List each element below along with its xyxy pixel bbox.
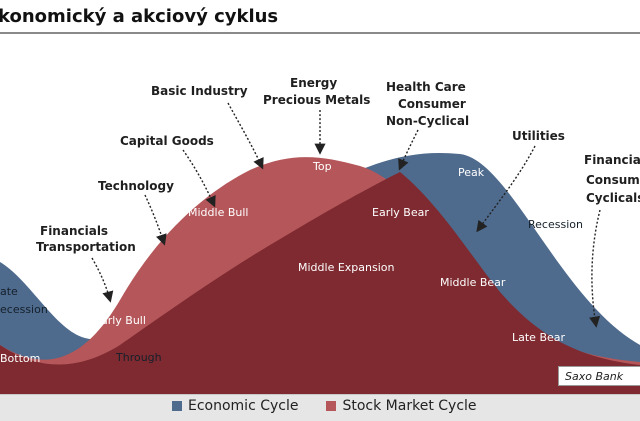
- label-capital-goods: Capital Goods: [120, 134, 214, 148]
- arrow-financials-transportation: [91, 257, 114, 303]
- arrow-financials-cyclicals: [589, 209, 601, 328]
- arrow-utilities: [476, 145, 536, 233]
- label-middle-bear: Middle Bear: [440, 276, 506, 289]
- legend-label-stock: Stock Market Cycle: [342, 398, 477, 414]
- title-divider: [0, 32, 640, 34]
- label-recession: Recession: [528, 218, 583, 231]
- legend-swatch-stock: [326, 401, 337, 411]
- label-bottom: Bottom: [0, 352, 40, 365]
- source-credit: Saxo Bank: [558, 366, 640, 386]
- label-economic-late-recession: ate ecession: [0, 285, 48, 316]
- label-technology: Technology: [98, 179, 174, 193]
- legend-bar: [0, 394, 640, 421]
- legend-item-economic-cycle: Economic Cycle: [172, 398, 298, 414]
- label-top: Top: [312, 160, 332, 173]
- label-basic-industry: Basic Industry: [151, 84, 248, 98]
- label-financials-consumer-cyclicals: Financials Consumer Cyclicals: [584, 153, 640, 205]
- legend-item-stock-market-cycle: Stock Market Cycle: [326, 398, 477, 414]
- label-financials-transportation: Financials Transportation: [36, 224, 136, 254]
- arrow-technology: [144, 194, 167, 246]
- legend: Economic Cycle Stock Market Cycle: [172, 398, 505, 414]
- label-through: Through: [115, 351, 162, 364]
- label-energy-precious-metals: Energy Precious Metals: [263, 76, 370, 107]
- label-middle-bull: Middle Bull: [188, 206, 248, 219]
- label-peak: Peak: [458, 166, 485, 179]
- legend-label-economic: Economic Cycle: [188, 398, 299, 414]
- legend-swatch-economic: [172, 401, 182, 411]
- label-middle-expansion: Middle Expansion: [298, 261, 395, 274]
- cycle-overlap-area: [0, 172, 640, 394]
- label-late-bear: Late Bear: [512, 331, 566, 344]
- arrow-health-care: [398, 129, 419, 171]
- arrow-capital-goods: [182, 149, 216, 208]
- arrow-basic-industry: [227, 102, 264, 170]
- market-cycle-diagram: Financials Transportation Technology Cap…: [0, 76, 640, 394]
- chart-title: konomický a akciový cyklus: [0, 6, 279, 27]
- label-early-bull: Early Bull: [94, 314, 146, 327]
- label-utilities: Utilities: [512, 129, 565, 143]
- label-early-bear: Early Bear: [372, 206, 429, 219]
- label-health-care-consumer: Health Care Consumer Non-Cyclical: [386, 80, 470, 128]
